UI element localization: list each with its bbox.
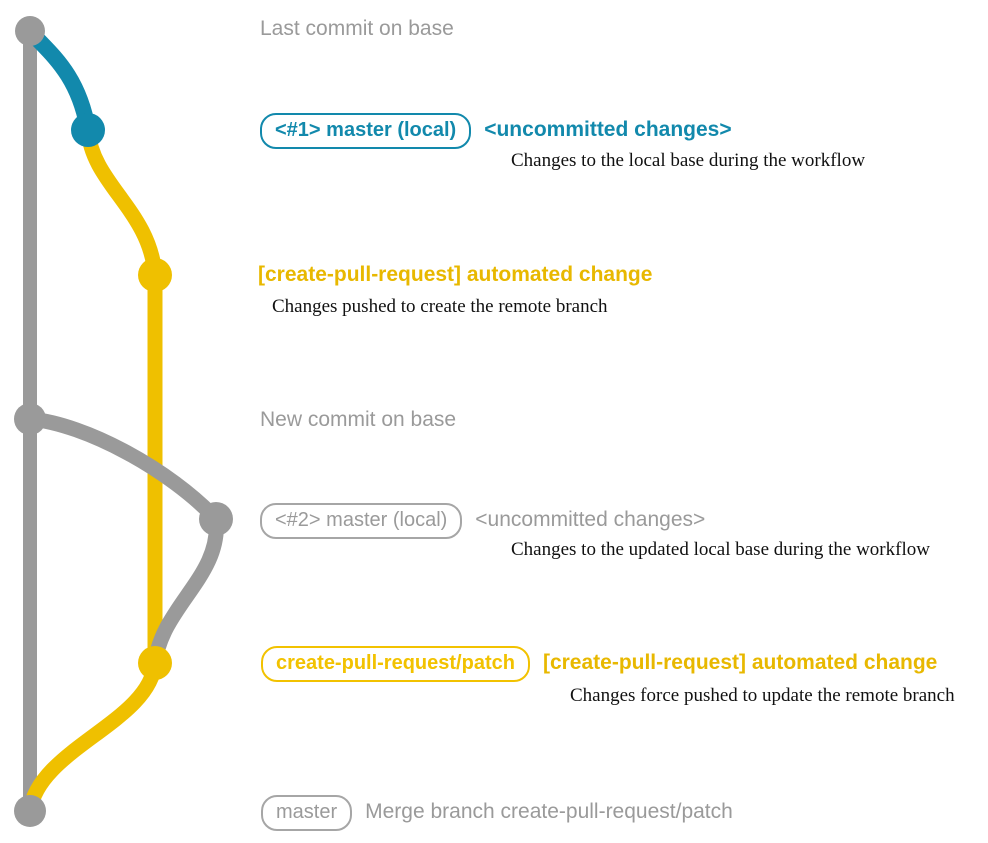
automated-change-2-node [138,646,172,680]
commit-row-local-uncommitted-1: <#1> master (local) <uncommitted changes… [260,113,732,149]
edge-local2-to-cpr2 [147,511,224,671]
merge-commit-node [14,795,46,827]
commit-subtext: Changes to the updated local base during… [511,539,930,560]
commit-headline: [create-pull-request] automated change [542,651,938,674]
branch-badge-master-local-1[interactable]: <#1> master (local) [260,113,472,149]
commit-row-local-uncommitted-2: <#2> master (local) <uncommitted changes… [260,503,705,539]
branch-badge-master-local-2[interactable]: <#2> master (local) [260,503,463,539]
commit-headline: Last commit on base [260,17,454,40]
commit-headline: <uncommitted changes> [475,508,706,531]
edge-cpr2-to-merge [22,655,163,819]
branch-badge-master[interactable]: master [261,795,353,831]
commit-subtext: Changes pushed to create the remote bran… [272,296,608,317]
last-commit-on-base-node [15,16,45,46]
branch-badge-create-pull-request-patch[interactable]: create-pull-request/patch [261,646,530,682]
commit-row-new-commit-on-base: New commit on base [260,409,456,430]
commit-row-merge-commit: master Merge branch create-pull-request/… [261,795,733,831]
graph-nodes [14,16,233,827]
commit-row-automated-change-2: create-pull-request/patch [create-pull-r… [261,646,937,682]
commit-headline: [create-pull-request] automated change [258,263,653,286]
local-uncommitted-1-node [71,113,105,147]
commit-row-last-commit-on-base: Last commit on base [260,18,454,39]
commit-headline: <uncommitted changes> [484,118,732,141]
commit-subtext: Changes to the local base during the wor… [511,150,866,171]
commit-row-automated-change-1: [create-pull-request] automated change [258,264,652,285]
automated-change-1-node [138,258,172,292]
local-uncommitted-2-node [199,502,233,536]
edge-local1-to-cpr1 [80,122,163,283]
commit-subtext: Changes force pushed to update the remot… [570,685,955,706]
edge-base-to-local2 [22,411,224,527]
commit-headline: Merge branch create-pull-request/patch [365,800,733,823]
new-commit-on-base-node [14,403,46,435]
commit-headline: New commit on base [260,408,457,431]
